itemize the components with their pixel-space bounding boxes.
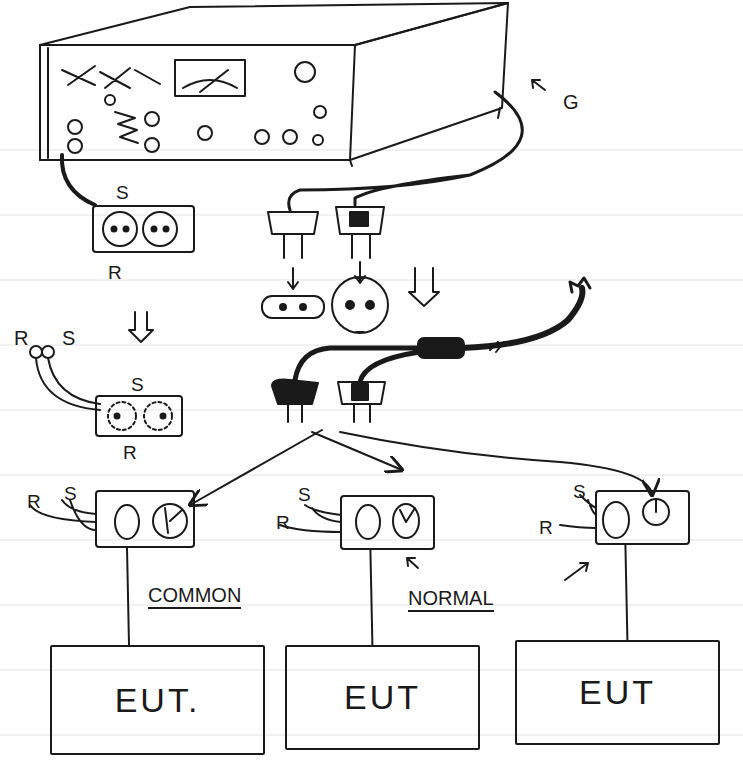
power-lead	[370, 550, 372, 645]
terminal-label: S	[62, 328, 75, 348]
power-lead	[127, 548, 129, 645]
mode-label: COMMON	[148, 585, 241, 609]
wire-label: S	[573, 482, 586, 501]
wire-label: R	[123, 443, 137, 462]
eut-label: EUT	[344, 678, 421, 717]
top-outlet-sockets	[103, 212, 177, 246]
outlet-box: SR	[340, 495, 435, 550]
wire-label: R	[276, 513, 290, 532]
outlet-box: SR	[92, 205, 195, 253]
eut-box: EUT	[285, 645, 480, 750]
eut-box: EUT	[515, 640, 720, 745]
power-lead	[625, 545, 627, 640]
power-lead-line	[127, 548, 129, 645]
wire-label: R	[27, 492, 41, 511]
mid-outlet	[30, 346, 172, 430]
wire-label: S	[131, 375, 144, 394]
power-lead-line	[370, 550, 372, 645]
mode-label: NORMAL	[408, 588, 494, 612]
wire-label: R	[108, 263, 122, 282]
outlet-box: RS	[95, 490, 195, 548]
eut-outlets	[30, 495, 669, 580]
wire-label: S	[64, 484, 77, 503]
wire-label: S	[116, 183, 129, 202]
wire-label: R	[539, 518, 553, 537]
eut-box: EUT.	[50, 645, 265, 755]
mains-plugs	[129, 207, 439, 342]
outlet-box: SR	[595, 490, 690, 545]
terminal-label: R	[14, 328, 28, 348]
test-cable	[190, 278, 652, 505]
outlet-box: SR	[95, 395, 183, 437]
instrument	[40, 3, 545, 210]
eut-label: EUT	[579, 673, 656, 712]
wire-label: S	[298, 485, 311, 504]
eut-label: EUT.	[115, 681, 201, 720]
terminal-label: G	[563, 92, 579, 112]
power-lead-line	[625, 545, 627, 640]
